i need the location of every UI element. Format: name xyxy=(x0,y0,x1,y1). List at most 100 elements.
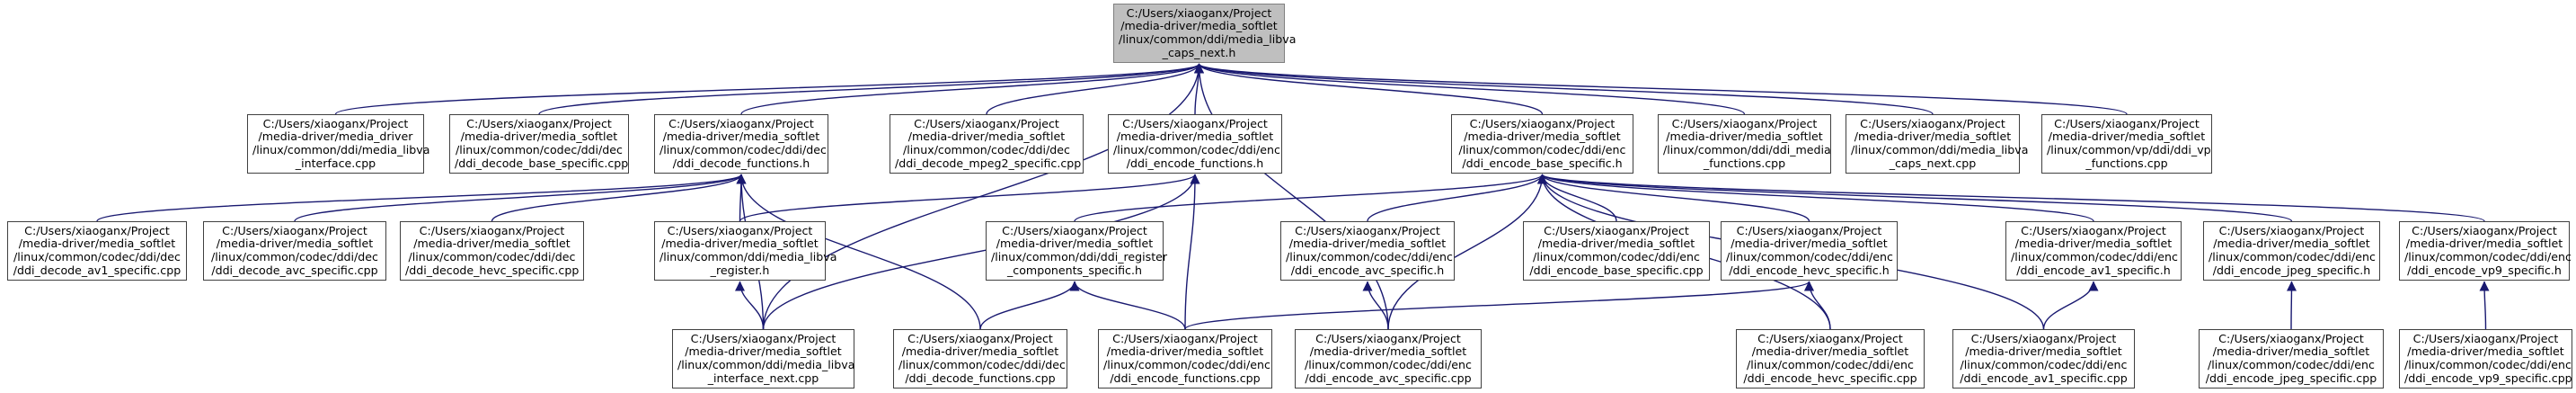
file-path-line: /ddi_decode_functions.cpp xyxy=(905,371,1056,385)
file-path-line: /media-driver/media_softlet xyxy=(2213,237,2370,251)
file-path-line: C:/Users/xiaoganx/Project xyxy=(2412,331,2559,345)
include-edge xyxy=(1184,281,1814,330)
file-node-ddi-decode-base-specific-cpp[interactable]: C:/Users/xiaoganx/Project/media-driver/m… xyxy=(449,114,629,174)
file-node-ddi-encode-hevc-specific-cpp[interactable]: C:/Users/xiaoganx/Project/media-driver/m… xyxy=(1736,329,1925,389)
file-path-line: /media-driver/media_softlet xyxy=(2048,130,2206,144)
file-path-line: C:/Users/xiaoganx/Project xyxy=(690,331,837,345)
file-node-ddi-encode-av1-specific-cpp[interactable]: C:/Users/xiaoganx/Project/media-driver/m… xyxy=(1952,329,2135,389)
file-path-line: /linux/common/vp/ddi/ddi_vp xyxy=(2047,143,2211,156)
file-node-ddi-vp-functions-cpp[interactable]: C:/Users/xiaoganx/Project/media-driver/m… xyxy=(2041,114,2212,174)
file-path-line: /ddi_decode_base_specific.cpp xyxy=(455,156,629,170)
file-path-line: C:/Users/xiaoganx/Project xyxy=(1544,223,1689,237)
file-node-ddi-decode-hevc-specific-cpp[interactable]: C:/Users/xiaoganx/Project/media-driver/m… xyxy=(400,221,584,281)
file-path-line: /ddi_encode_jpeg_specific.h xyxy=(2212,263,2371,277)
file-node-libva-caps-next-cpp[interactable]: C:/Users/xiaoganx/Project/media-driver/m… xyxy=(1846,114,2029,174)
file-path-line: C:/Users/xiaoganx/Project xyxy=(667,223,813,237)
file-path-line: /linux/common/ddi/ddi_register xyxy=(991,250,1168,263)
include-edge xyxy=(1194,63,2128,115)
include-edge xyxy=(334,63,1204,115)
include-edge xyxy=(1194,63,1544,115)
file-node-ddi-encode-functions-cpp[interactable]: C:/Users/xiaoganx/Project/media-driver/m… xyxy=(1098,329,1272,389)
file-node-ddi-register-components-specific-h[interactable]: C:/Users/xiaoganx/Project/media-driver/m… xyxy=(986,221,1168,281)
file-path-line: /media-driver/media_softlet xyxy=(1288,237,1447,251)
file-path-line: /media-driver/media_softlet xyxy=(2014,237,2173,251)
file-path-line: C:/Users/xiaoganx/Project xyxy=(2021,223,2166,237)
file-node-root[interactable]: C:/Users/xiaoganx/Project/media-driver/m… xyxy=(1113,4,1296,63)
file-path-line: /linux/common/codec/ddi/enc xyxy=(1960,358,2128,371)
file-path-line: /ddi_encode_base_specific.h xyxy=(1462,156,1623,170)
file-node-ddi-decode-mpeg2-specific-cpp[interactable]: C:/Users/xiaoganx/Project/media-driver/m… xyxy=(890,114,1084,174)
file-node-ddi-encode-vp9-specific-h[interactable]: C:/Users/xiaoganx/Project/media-driver/m… xyxy=(2399,221,2572,281)
file-node-ddi-encode-avc-specific-h[interactable]: C:/Users/xiaoganx/Project/media-driver/m… xyxy=(1280,221,1455,281)
file-path-line: C:/Users/xiaoganx/Project xyxy=(1002,223,1147,237)
file-path-line: /linux/common/codec/ddi/dec xyxy=(903,143,1070,156)
file-node-ddi-decode-av1-specific-cpp[interactable]: C:/Users/xiaoganx/Project/media-driver/m… xyxy=(7,221,187,281)
include-edge xyxy=(1194,63,1389,330)
file-node-libva-interface-cpp[interactable]: C:/Users/xiaoganx/Project/media-driver/m… xyxy=(247,114,429,174)
file-path-line: _interface_next.cpp xyxy=(707,371,819,385)
file-path-line: C:/Users/xiaoganx/Project xyxy=(1970,331,2117,345)
file-path-line: _components_specific.h xyxy=(1007,263,1142,277)
file-path-line: C:/Users/xiaoganx/Project xyxy=(419,223,565,237)
file-path-line: /ddi_encode_hevc_specific.h xyxy=(1729,263,1890,277)
file-path-line: C:/Users/xiaoganx/Project xyxy=(1671,116,1818,130)
file-node-ddi-decode-functions-cpp[interactable]: C:/Users/xiaoganx/Project/media-driver/m… xyxy=(893,329,1067,389)
file-path-line: /media-driver/media_softlet xyxy=(661,237,819,251)
file-path-line: /linux/common/codec/ddi/dec xyxy=(211,250,378,263)
file-path-line: /linux/common/codec/ddi/enc xyxy=(1533,250,1700,263)
file-path-line: /linux/common/codec/ddi/dec xyxy=(408,250,576,263)
file-path-line: C:/Users/xiaoganx/Project xyxy=(907,331,1053,345)
include-edge xyxy=(1537,174,2094,222)
include-edge xyxy=(735,281,765,330)
include-edge xyxy=(2479,281,2490,330)
file-path-line: C:/Users/xiaoganx/Project xyxy=(262,116,409,130)
file-node-libva-register-h[interactable]: C:/Users/xiaoganx/Project/media-driver/m… xyxy=(654,221,837,281)
file-path-line: /media-driver/media_softlet xyxy=(18,237,176,251)
file-path-line: /media-driver/media_softlet xyxy=(1666,130,1823,144)
file-node-ddi-encode-av1-specific-h[interactable]: C:/Users/xiaoganx/Project/media-driver/m… xyxy=(2005,221,2182,281)
file-path-line: /linux/common/codec/ddi/enc xyxy=(1113,143,1280,156)
edges xyxy=(96,63,2490,330)
file-path-line: /ddi_encode_avc_specific.h xyxy=(1290,263,1445,277)
file-node-ddi-encode-avc-specific-cpp[interactable]: C:/Users/xiaoganx/Project/media-driver/m… xyxy=(1295,329,1482,389)
file-path-line: /media-driver/media_softlet xyxy=(901,344,1059,359)
file-node-ddi-encode-jpeg-specific-cpp[interactable]: C:/Users/xiaoganx/Project/media-driver/m… xyxy=(2199,329,2384,389)
file-path-line: /linux/common/ddi/media_libva xyxy=(1851,143,2029,156)
file-node-ddi-decode-avc-specific-cpp[interactable]: C:/Users/xiaoganx/Project/media-driver/m… xyxy=(203,221,386,281)
file-path-line: C:/Users/xiaoganx/Project xyxy=(1122,116,1268,130)
include-edge xyxy=(294,174,747,222)
file-path-line: /ddi_decode_avc_specific.cpp xyxy=(211,263,378,277)
file-path-line: /media-driver/media_softlet xyxy=(1854,130,2012,144)
file-node-ddi-decode-functions-h[interactable]: C:/Users/xiaoganx/Project/media-driver/m… xyxy=(654,114,828,174)
file-node-ddi-encode-base-specific-h[interactable]: C:/Users/xiaoganx/Project/media-driver/m… xyxy=(1451,114,1633,174)
file-path-line: /ddi_decode_av1_specific.cpp xyxy=(13,263,181,277)
file-path-line: C:/Users/xiaoganx/Project xyxy=(1112,331,1258,345)
file-node-ddi-encode-vp9-specific-cpp[interactable]: C:/Users/xiaoganx/Project/media-driver/m… xyxy=(2399,329,2572,389)
file-path-line: /media-driver/media_softlet xyxy=(996,237,1154,251)
file-node-ddi-encode-functions-h[interactable]: C:/Users/xiaoganx/Project/media-driver/m… xyxy=(1108,114,1282,174)
file-node-ddi-encode-base-specific-cpp[interactable]: C:/Users/xiaoganx/Project/media-driver/m… xyxy=(1523,221,1710,281)
file-path-line: /linux/common/ddi/ddi_media xyxy=(1663,143,1831,156)
file-path-line: /media-driver/media_softlet xyxy=(460,130,618,144)
file-path-line: C:/Users/xiaoganx/Project xyxy=(2218,223,2365,237)
file-path-line: /linux/common/codec/ddi/enc xyxy=(2011,250,2178,263)
file-node-ddi-encode-hevc-specific-h[interactable]: C:/Users/xiaoganx/Project/media-driver/m… xyxy=(1721,221,1898,281)
include-edge xyxy=(1804,281,1831,330)
file-path-line: /linux/common/codec/ddi/dec xyxy=(456,143,623,156)
file-path-line: /ddi_encode_av1_specific.h xyxy=(2016,263,2171,277)
file-node-libva-interface-next-cpp[interactable]: C:/Users/xiaoganx/Project/media-driver/m… xyxy=(672,329,854,389)
file-path-line: /ddi_encode_hevc_specific.cpp xyxy=(1743,371,1917,385)
file-node-ddi-encode-jpeg-specific-h[interactable]: C:/Users/xiaoganx/Project/media-driver/m… xyxy=(2203,221,2380,281)
include-edge xyxy=(491,174,747,222)
include-edge xyxy=(2042,281,2099,330)
file-node-ddi-media-functions-cpp[interactable]: C:/Users/xiaoganx/Project/media-driver/m… xyxy=(1658,114,1831,174)
file-path-line: /media-driver/media_softlet xyxy=(685,344,842,359)
include-edge xyxy=(1362,281,1389,330)
file-path-line: C:/Users/xiaoganx/Project xyxy=(2054,116,2200,130)
file-path-line: /linux/common/codec/ddi/dec xyxy=(899,358,1066,371)
file-path-line: /ddi_encode_functions.h xyxy=(1126,156,1264,170)
include-edge xyxy=(762,174,1200,330)
file-path-line: /media-driver/media_softlet xyxy=(413,237,571,251)
file-path-line: /media-driver/media_driver xyxy=(258,130,413,144)
